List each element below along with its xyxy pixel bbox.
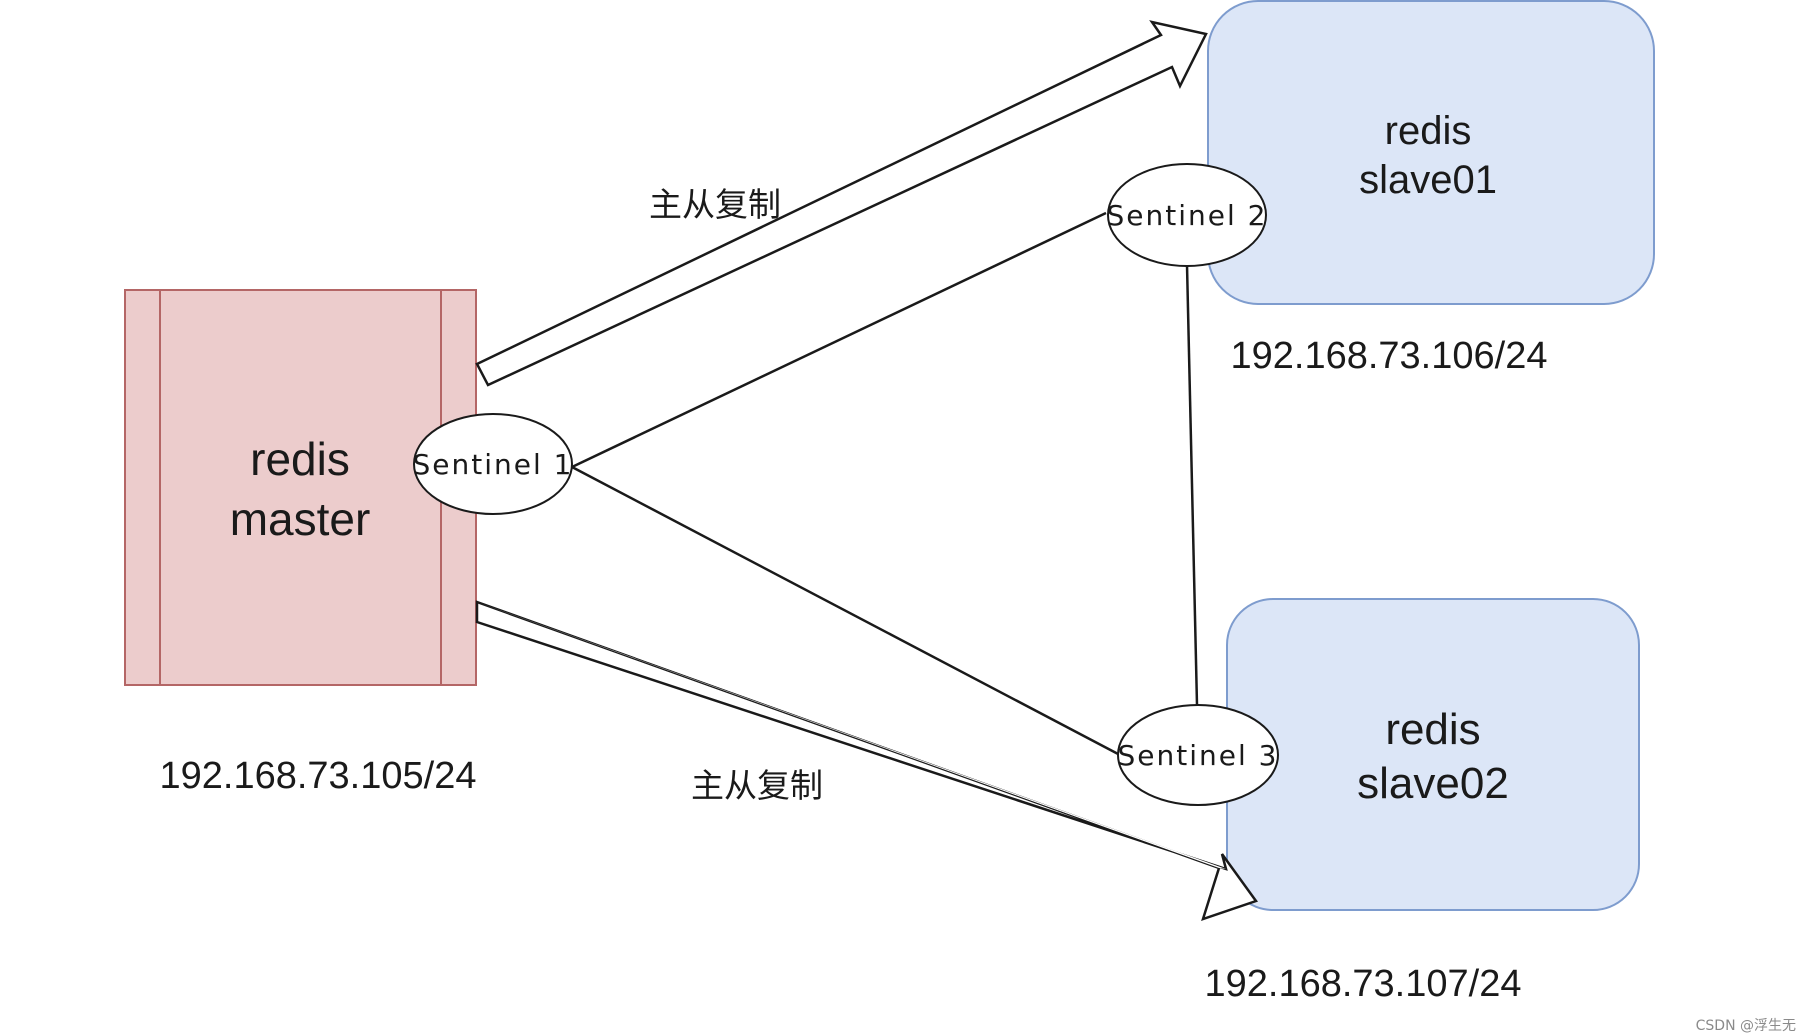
sentinel-2-ellipse	[1107, 163, 1267, 267]
slave02-ip-label: 192.168.73.107/24	[1205, 963, 1522, 1005]
sentinel-3-label: Sentinel 3	[1118, 739, 1279, 772]
link-sentinel1-sentinel2	[571, 211, 1107, 469]
slave01-ip-label: 192.168.73.106/24	[1231, 335, 1548, 377]
master-label-line1: redis	[250, 433, 350, 485]
slave02-label-line2: slave02	[1357, 759, 1509, 808]
replication-arrow-fill-patch	[477, 602, 1226, 869]
link-sentinel1-sentinel3	[571, 465, 1121, 757]
master-node: redis master	[124, 289, 477, 686]
sentinel-3: Sentinel 3	[1117, 704, 1279, 806]
sentinel-links	[571, 211, 1199, 757]
slave02-box	[1226, 598, 1640, 911]
slave01-box	[1207, 0, 1655, 305]
slave02-label-line1: redis	[1385, 705, 1480, 754]
sentinel-1-label: Sentinel 1	[413, 448, 574, 481]
replication-label-top: 主从复制	[649, 185, 781, 224]
master-ip-label: 192.168.73.105/24	[160, 755, 477, 797]
slave01-label-line2: slave01	[1359, 158, 1497, 202]
sentinel-2-label: Sentinel 2	[1107, 199, 1268, 232]
csdn-watermark: CSDN @浮生无	[1696, 1018, 1796, 1034]
master-label-line2: master	[230, 493, 371, 545]
slave02-node: redis slave02	[1226, 598, 1640, 911]
link-sentinel2-sentinel3	[1185, 264, 1199, 706]
sentinel-1: Sentinel 1	[413, 413, 574, 515]
slave01-label-line1: redis	[1385, 109, 1472, 153]
replication-arrow-slave01	[475, 20, 1208, 387]
replication-arrow-shape-bottom	[475, 600, 1259, 921]
master-box	[124, 289, 477, 686]
replication-arrow-slave02	[475, 600, 1259, 921]
slave01-node: redis slave01	[1207, 0, 1655, 305]
replication-arrow-shape-top	[475, 20, 1208, 387]
sentinel-2: Sentinel 2	[1107, 163, 1268, 267]
sentinel-1-ellipse	[413, 413, 573, 515]
replication-label-bottom: 主从复制	[691, 766, 823, 805]
sentinel-3-ellipse	[1117, 704, 1279, 806]
